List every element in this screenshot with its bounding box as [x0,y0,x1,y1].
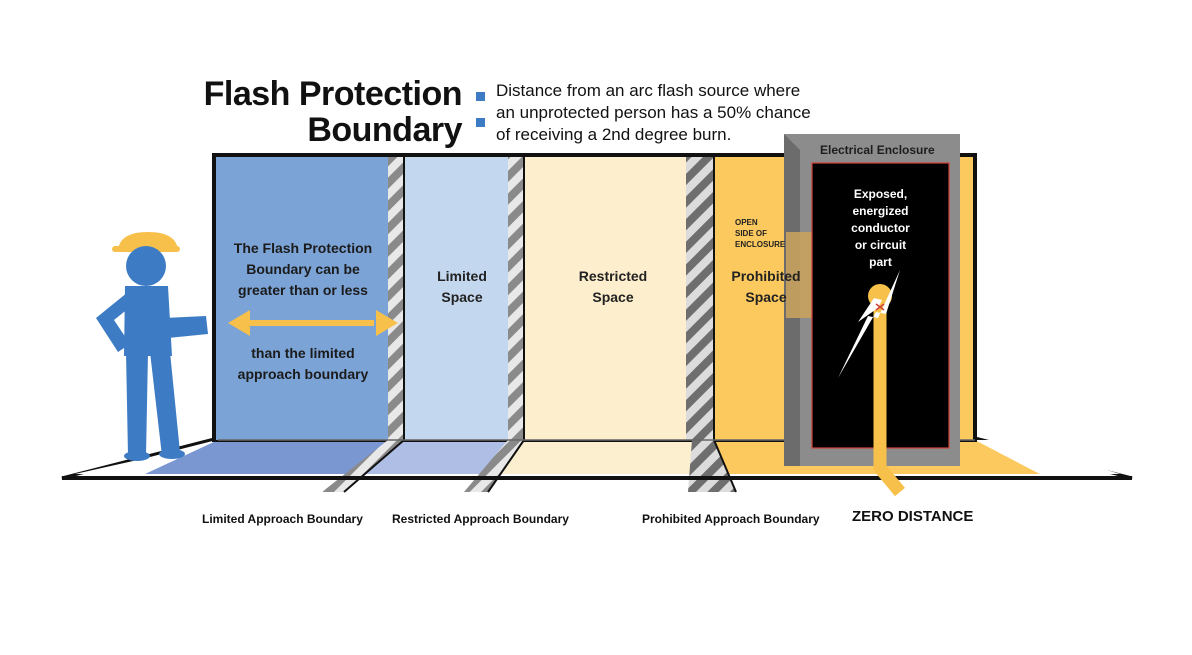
prohibited-approach-boundary-label: Prohibited Approach Boundary [642,512,820,526]
open-side-label: OPEN SIDE OF ENCLOSURE [735,217,785,250]
flash-zone-line5: approach boundary [237,366,369,382]
flash-zone-line4: than the limited [251,345,355,361]
boundary-wall-limited [388,157,404,440]
flash-zone-line2: Boundary can be [246,261,360,277]
restricted-space-label: Restricted Space [524,266,702,308]
exposed-conductor-label: Exposed, energized conductor or circuit … [814,186,947,271]
floor-white-left [75,442,232,474]
floor-limited [362,440,520,474]
exposed-line2: energized [852,204,909,218]
page-title-line1: Flash Protection [203,75,463,113]
boundary-floor-line-limited [343,439,405,493]
double-arrow-icon [228,310,398,336]
floor-restricted [495,440,705,474]
limited-space-label: Limited Space [404,266,520,308]
definition-line3: of receiving a 2nd degree burn. [496,125,732,144]
arc-flash-icon [838,270,905,497]
boundary-wall-restricted [508,157,524,440]
limited-space-line2: Space [441,289,483,305]
person-figure-icon [96,232,208,461]
restricted-approach-boundary-label: Restricted Approach Boundary [392,512,569,526]
open-side-line1: OPEN [735,218,758,227]
definition-line1: Distance from an arc flash source where [496,81,801,100]
definition-line2: an unprotected person has a 50% chance [496,103,811,122]
prohibited-space-label: Prohibited Space [724,266,808,308]
boundary-floor-line-prohibited [713,439,737,493]
zone-flash-wall [216,157,392,440]
limited-approach-boundary-label: Limited Approach Boundary [202,512,363,526]
boundary-wall-prohibited-2 [702,157,714,440]
title-bullet-2 [476,118,485,127]
restricted-space-line2: Space [592,289,634,305]
flash-zone-text-top: The Flash Protection Boundary can be gre… [218,238,388,301]
flash-zone-line1: The Flash Protection [233,240,373,256]
exposed-line4: or circuit [854,238,907,252]
floor-white-right [975,440,1120,474]
exposed-line1: Exposed, [853,187,908,201]
zone-restricted-wall [524,157,702,440]
prohibited-space-line2: Space [745,289,787,305]
flash-zone-line3: greater than or less [238,282,368,298]
title-bullet-1 [476,92,485,101]
exposed-line3: conductor [851,221,910,235]
zero-distance-label: ZERO DISTANCE [852,508,974,525]
open-side-line3: ENCLOSURE [735,240,786,249]
floor-flash [145,440,390,474]
boundary-floor-line-restricted [487,439,525,493]
boundary-wall-prohibited [686,157,702,440]
enclosure-label: Electrical Enclosure [820,143,935,157]
exposed-line5: part [869,255,892,269]
flash-zone-text-bottom: than the limited approach boundary [218,343,388,385]
zone-limited-wall [402,157,520,440]
page-title-line2: Boundary [307,111,462,149]
restricted-space-line1: Restricted [578,268,648,284]
limited-space-line1: Limited [437,268,487,284]
open-side-line2: SIDE OF [735,229,768,238]
prohibited-space-line1: Prohibited [731,268,801,284]
